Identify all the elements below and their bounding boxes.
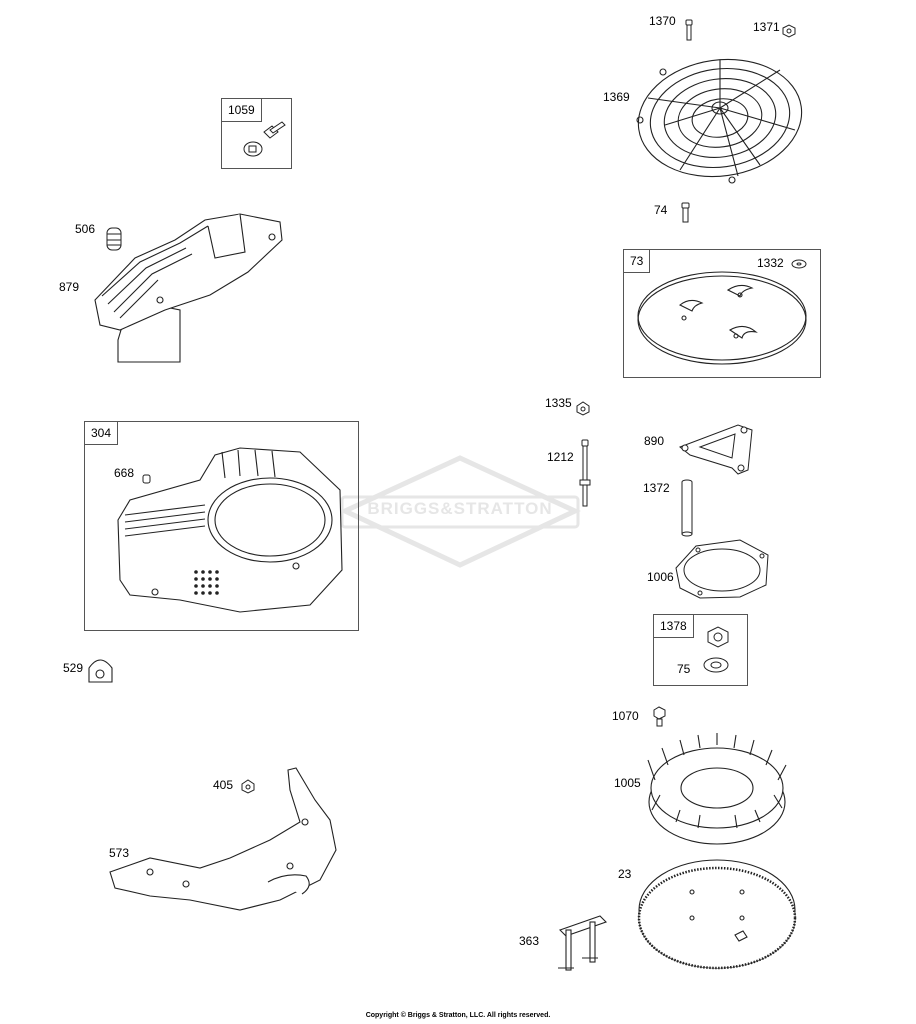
part-number-label: 1371 — [753, 20, 780, 34]
part-number-label: 1372 — [643, 481, 670, 495]
part-668-plug-icon — [142, 474, 151, 484]
briggs-stratton-watermark-logo — [339, 455, 581, 568]
part-506-plug-icon — [106, 227, 122, 251]
part-890-bracket-icon — [679, 424, 753, 475]
part-363-bracket-icon — [558, 915, 608, 971]
kit-box-label: 73 — [624, 250, 651, 273]
part-73-disc-icon — [637, 271, 807, 365]
kit-box-label: 1059 — [222, 99, 262, 122]
part-number-label: 75 — [677, 662, 691, 676]
watermark-text: BRIGGS&STRATTON — [367, 499, 553, 518]
part-number-label: 1006 — [647, 570, 674, 584]
part-879-blower-housing-icon — [94, 213, 283, 363]
part-number-label: 890 — [644, 434, 665, 448]
part-number-label: 573 — [109, 846, 130, 860]
part-75-washer-icon — [703, 657, 729, 673]
copyright-notice: Copyright © Briggs & Stratton, LLC. All … — [365, 1012, 551, 1019]
part-number-label: 74 — [654, 203, 668, 217]
part-number-label: 1005 — [614, 776, 641, 790]
part-number-label: 668 — [114, 466, 135, 480]
part-74-screw-icon — [681, 202, 690, 223]
part-number-label: 1335 — [545, 396, 572, 410]
part-23-flywheel-icon — [637, 859, 797, 970]
part-number-label: 1070 — [612, 709, 639, 723]
part-number-label: 1370 — [649, 14, 676, 28]
part-573-baffle-icon — [109, 767, 337, 911]
part-1332-washer-icon — [791, 259, 807, 269]
part-number-label: 1369 — [603, 90, 630, 104]
part-number-label: 506 — [75, 222, 96, 236]
part-1335-nut-icon — [576, 401, 590, 416]
part-1369-fan-guard-icon — [636, 58, 803, 184]
part-number-label: 363 — [519, 934, 540, 948]
kit-box-1059: 1059 — [221, 98, 292, 169]
part-number-label: 879 — [59, 280, 80, 294]
part-1059-screw-washer-icon — [243, 121, 286, 157]
part-number-label: 1212 — [547, 450, 574, 464]
part-1371-nut-icon — [782, 24, 796, 38]
part-1378-nut-icon — [707, 626, 729, 648]
part-1370-screw-icon — [685, 19, 693, 41]
part-529-grommet-icon — [88, 659, 113, 683]
part-number-label: 529 — [63, 661, 84, 675]
part-304-shroud-icon — [117, 447, 343, 613]
kit-box-label: 1378 — [654, 615, 694, 638]
part-number-label: 1332 — [757, 256, 784, 270]
part-1006-gasket-icon — [675, 539, 769, 599]
part-1212-stud-icon — [579, 439, 591, 507]
part-405-nut-icon — [241, 779, 255, 794]
part-1372-spacer-icon — [681, 479, 693, 537]
kit-box-label: 304 — [85, 422, 119, 445]
part-1070-bolt-icon — [653, 706, 666, 727]
kit-box-1378: 1378 — [653, 614, 748, 686]
kit-box-304: 304 — [84, 421, 359, 631]
part-number-label: 405 — [213, 778, 234, 792]
part-1005-flywheel-fan-icon — [647, 733, 787, 845]
part-number-label: 23 — [618, 867, 632, 881]
kit-box-73: 73 — [623, 249, 821, 378]
